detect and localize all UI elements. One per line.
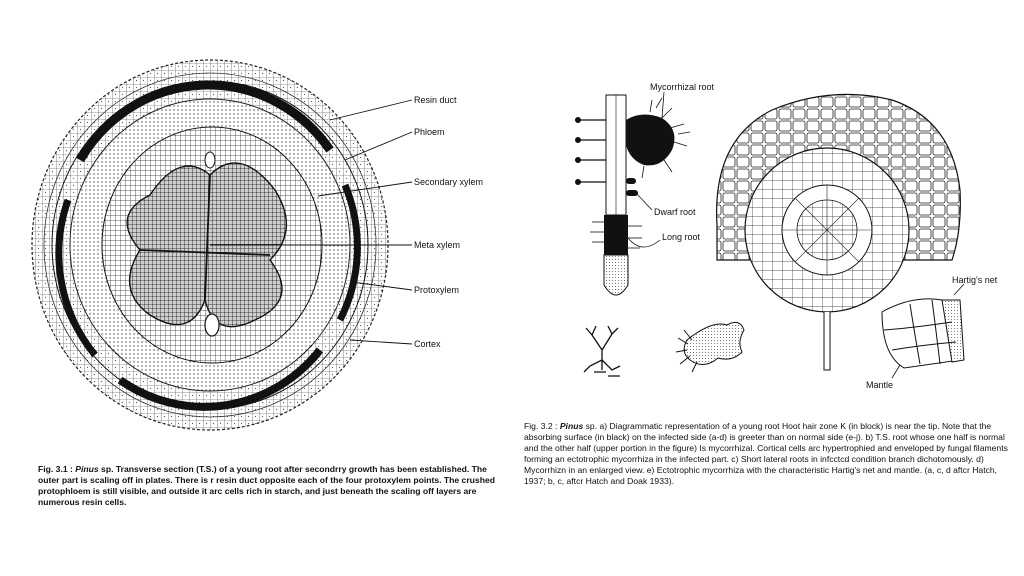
mycorrhiza-enlarged-diagram-d — [675, 321, 745, 373]
figure-3-2: Mycorrhizal root Dwarf root Long root — [512, 0, 1024, 415]
leader-lines-a — [627, 91, 665, 248]
root-ts-diagram-b — [716, 93, 961, 371]
caption-2-number: Fig. 3.2 : — [524, 421, 558, 431]
figure-3-1: Resin duct Phloem Secondary xylem Meta x… — [0, 0, 512, 460]
label-resin-duct: Resin duct — [414, 95, 457, 105]
caption-1-number: Fig. 3.1 : — [38, 464, 73, 474]
label-phloem: Phloem — [414, 127, 445, 137]
caption-2-text: sp. a) Diagrammatic representation of a … — [524, 421, 1008, 486]
label-secondary-xylem: Secondary xylem — [414, 177, 483, 187]
leader-lines-e — [891, 283, 965, 379]
resin-duct-marks — [204, 151, 220, 337]
caption-figure-3-1: Fig. 3.1 : Pinus sp. Transverse section … — [38, 464, 498, 508]
root-hair-zone-block — [604, 215, 628, 255]
label-mycorrhizal-root: Mycorrhizal root — [650, 82, 715, 92]
label-long-root: Long root — [662, 232, 701, 242]
label-mantle: Mantle — [866, 380, 893, 390]
resin-cell-band — [55, 80, 361, 411]
label-cortex: Cortex — [414, 339, 441, 349]
caption-2-genus: Pinus — [559, 421, 584, 431]
root-transverse-section-drawing: Resin duct Phloem Secondary xylem Meta x… — [31, 59, 483, 431]
label-protoxylem: Protoxylem — [414, 285, 459, 295]
mycorrhiza-drawings: Mycorrhizal root Dwarf root Long root — [575, 82, 998, 390]
root-cap — [603, 254, 629, 296]
dichotomous-roots-diagram-c — [583, 325, 621, 377]
label-meta-xylem: Meta xylem — [414, 240, 460, 250]
mycorrhizal-root-cluster — [626, 97, 691, 179]
caption-figure-3-2: Fig. 3.2 : Pinus sp. a) Diagrammatic rep… — [524, 421, 1009, 487]
root-diagram-a — [575, 94, 691, 296]
caption-1-text: sp. Transverse section (T.S.) of a young… — [38, 464, 495, 507]
hartigs-net-diagram-e — [881, 298, 965, 369]
label-hartigs-net: Hartig's net — [952, 275, 998, 285]
central-xylem-lobes — [126, 162, 287, 328]
caption-1-genus: Pinus — [75, 464, 99, 474]
leader-lines — [210, 99, 413, 345]
label-dwarf-root: Dwarf root — [654, 207, 696, 217]
